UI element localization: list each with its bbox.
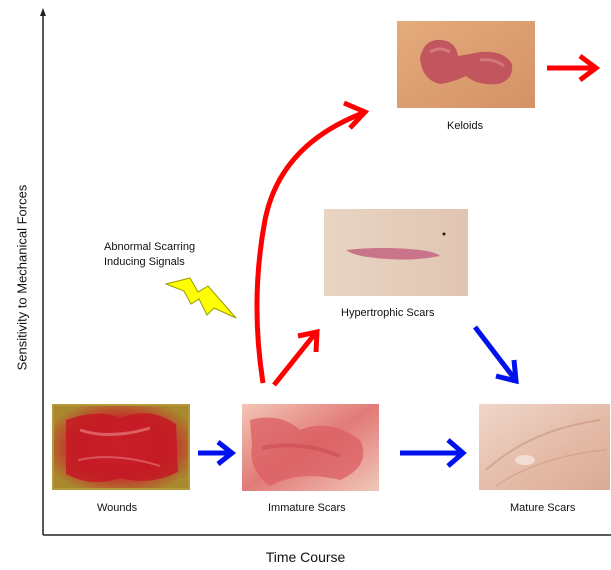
annotation-line-1: Abnormal Scarring [104, 240, 195, 255]
abnormal-scarring-annotation: Abnormal Scarring Inducing Signals [104, 240, 195, 270]
keloids-photo [397, 21, 535, 108]
x-axis-label: Time Course [0, 549, 611, 565]
arrow-wounds-to-immature [198, 442, 232, 464]
keloids-label: Keloids [447, 120, 483, 132]
y-axis-arrowhead [40, 8, 46, 16]
mature-scars-label: Mature Scars [510, 502, 575, 514]
wounds-photo [52, 404, 190, 490]
y-axis-label: Sensitivity to Mechanical Forces [15, 138, 30, 418]
immature-scars-label: Immature Scars [268, 502, 346, 514]
arrow-immature-to-mature [400, 440, 463, 466]
lightning-bolt-icon [166, 278, 236, 318]
annotation-line-2: Inducing Signals [104, 255, 195, 270]
arrow-hypertrophic-to-mature [475, 327, 516, 381]
arrow-immature-to-hypertrophic [274, 332, 317, 385]
immature-scars-photo [242, 404, 379, 491]
wounds-label: Wounds [97, 502, 137, 514]
arrow-keloids-onward [547, 56, 596, 80]
hypertrophic-scars-label: Hypertrophic Scars [341, 307, 435, 319]
mature-scars-photo [479, 404, 610, 490]
hypertrophic-scars-photo [324, 209, 468, 296]
